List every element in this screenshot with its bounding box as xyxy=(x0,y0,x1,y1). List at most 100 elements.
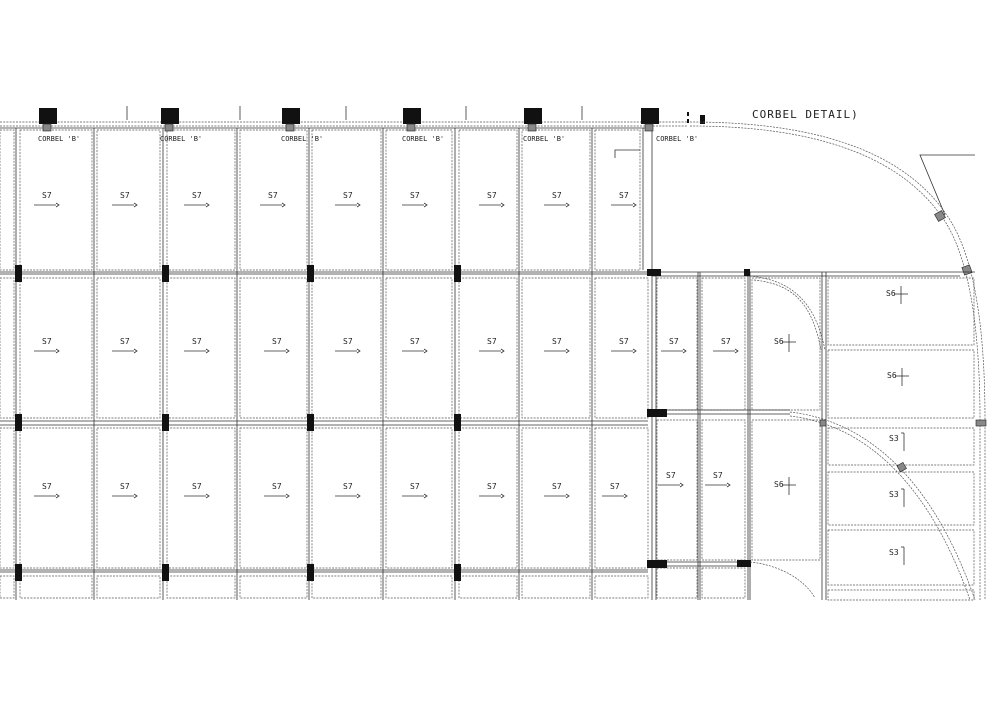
slab-mark: S7 xyxy=(721,337,731,346)
slab-panel xyxy=(96,129,161,271)
column xyxy=(162,414,169,431)
column xyxy=(307,414,314,431)
slab-panel xyxy=(19,129,93,271)
slab-mark: S7 xyxy=(487,337,497,346)
span-arrow-head xyxy=(285,493,290,499)
slab-panel xyxy=(594,427,649,569)
slab-mark: S7 xyxy=(619,337,629,346)
slab-mark: S7 xyxy=(192,482,202,491)
span-arrow-head xyxy=(500,348,505,354)
slab-mark: S7 xyxy=(120,337,130,346)
slab-panel xyxy=(521,575,591,599)
curved-slab-edge-inner xyxy=(689,125,981,600)
slab-mark: S7 xyxy=(42,482,52,491)
slab-mark: S7 xyxy=(120,191,130,200)
slab-mark: S7 xyxy=(272,482,282,491)
slab-panel xyxy=(239,277,308,419)
slab-mark: S7 xyxy=(552,337,562,346)
span-arrow-head xyxy=(734,348,739,354)
slab-panel xyxy=(656,419,698,561)
span-arrow-head xyxy=(565,202,570,208)
corbel-block xyxy=(641,108,659,124)
slab-panel xyxy=(458,575,518,599)
slab-mark: S7 xyxy=(552,191,562,200)
column xyxy=(307,265,314,282)
slab-panel xyxy=(311,277,382,419)
slab-mark: S7 xyxy=(343,482,353,491)
slab-mark: S7 xyxy=(120,482,130,491)
span-arrow-head xyxy=(205,493,210,499)
corbel-label: CORBEL 'B' xyxy=(281,135,323,143)
marker-post xyxy=(700,115,705,124)
span-arrow-head xyxy=(423,348,428,354)
slab-panel xyxy=(458,129,518,271)
span-arrow-head xyxy=(500,493,505,499)
slab-panel xyxy=(594,575,649,599)
column xyxy=(162,564,169,581)
slab-panel xyxy=(458,427,518,569)
slab-panel xyxy=(701,567,746,599)
slab-panel xyxy=(166,129,236,271)
corbel-block xyxy=(161,108,179,124)
slab-panel xyxy=(96,427,161,569)
span-arrow-head xyxy=(682,348,687,354)
slab-panel-partial xyxy=(0,277,15,419)
inner-curve-upper xyxy=(749,275,826,351)
span-arrow-head xyxy=(356,202,361,208)
corbel-block xyxy=(282,108,300,124)
slab-mark: S7 xyxy=(552,482,562,491)
slab-panel xyxy=(166,427,236,569)
corbel-hatch xyxy=(42,123,52,132)
slab-panel xyxy=(701,419,746,561)
slab-panel xyxy=(521,129,591,271)
corbel-block xyxy=(524,108,542,124)
corbel-hatch xyxy=(406,123,416,132)
inner-curve-lower xyxy=(749,561,816,599)
column xyxy=(15,564,22,581)
column xyxy=(162,265,169,282)
span-arrow-head xyxy=(281,202,286,208)
span-arrow-head xyxy=(565,493,570,499)
slab-mark: S3 xyxy=(889,434,899,443)
slab-panel-partial xyxy=(0,427,15,569)
corbel-label: CORBEL 'B' xyxy=(656,135,698,143)
corbel-hatch xyxy=(527,123,537,132)
slab-mark: S7 xyxy=(669,337,679,346)
detail-leader xyxy=(919,154,975,216)
span-arrow-head xyxy=(55,202,60,208)
slab-panel xyxy=(827,349,975,419)
slab-panel xyxy=(19,277,93,419)
corbel-label: CORBEL 'B' xyxy=(402,135,444,143)
slab-panel xyxy=(385,575,453,599)
span-arrow-head xyxy=(55,493,60,499)
slab-mark: S7 xyxy=(410,191,420,200)
slab-panel xyxy=(827,427,975,466)
span-arrow-head xyxy=(55,348,60,354)
slab-mark: S7 xyxy=(42,337,52,346)
slab-panel xyxy=(96,575,161,599)
column xyxy=(15,265,22,282)
slab-panel xyxy=(311,575,382,599)
column xyxy=(454,414,461,431)
span-arrow-head xyxy=(205,202,210,208)
slab-panel xyxy=(19,575,93,599)
corbel-block xyxy=(403,108,421,124)
slab-panel-partial xyxy=(0,129,15,271)
column xyxy=(307,564,314,581)
slab-mark: S7 xyxy=(42,191,52,200)
inner-curve-middle xyxy=(789,411,976,601)
slab-mark: S6 xyxy=(887,371,897,380)
slab-mark: S7 xyxy=(192,337,202,346)
slab-mark: S7 xyxy=(487,482,497,491)
slab-mark: S7 xyxy=(713,471,723,480)
corbel-label: CORBEL 'B' xyxy=(160,135,202,143)
slab-mark: S7 xyxy=(610,482,620,491)
slab-panel xyxy=(239,427,308,569)
slab-mark: S7 xyxy=(410,337,420,346)
corbel-label: CORBEL 'B' xyxy=(38,135,80,143)
slab-panel xyxy=(521,277,591,419)
slab-panel xyxy=(751,277,821,411)
slab-panel xyxy=(521,427,591,569)
slab-panel xyxy=(594,277,649,419)
